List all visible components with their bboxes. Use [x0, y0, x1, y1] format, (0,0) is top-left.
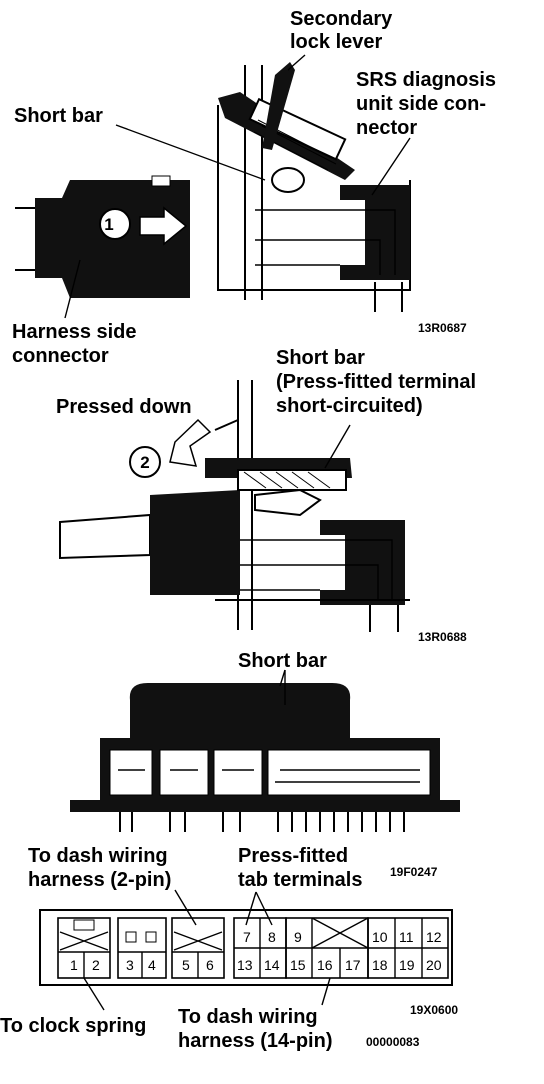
pin-20: 20	[426, 957, 442, 973]
pin-11: 11	[399, 929, 414, 945]
label-srs-3: nector	[356, 117, 417, 139]
pin-1: 1	[70, 957, 78, 973]
pin-14: 14	[264, 957, 280, 973]
press-down-arrow-icon	[169, 418, 212, 467]
pin-12: 12	[426, 929, 442, 945]
srs-connector-mated	[320, 520, 405, 605]
pin-16: 16	[317, 957, 333, 973]
hand-icon	[59, 513, 151, 560]
harness-connector-mated	[150, 490, 240, 595]
secondary-lock-lever	[262, 62, 295, 150]
pin-layout-frame	[39, 909, 453, 986]
pin-13: 13	[237, 957, 253, 973]
label-tab-2: tab terminals	[238, 869, 362, 891]
label-dash2-2: harness (2-pin)	[28, 869, 171, 891]
label-dash14-2: harness (14-pin)	[178, 1030, 332, 1052]
label-press-fitted-2: short-circuited)	[276, 395, 423, 417]
pin-6: 6	[206, 957, 214, 973]
code-13r0687: 13R0687	[418, 321, 467, 335]
label-clock-spring: To clock spring	[0, 1015, 146, 1037]
pin-8: 8	[268, 929, 276, 945]
label-secondary-lock-2: lock lever	[290, 31, 383, 53]
step-1-marker	[99, 208, 131, 240]
code-00000083: 00000083	[366, 1035, 420, 1049]
pin-2: 2	[92, 957, 100, 973]
label-step-2: 2	[140, 453, 149, 472]
pin-10: 10	[372, 929, 388, 945]
code-19f0247: 19F0247	[390, 865, 438, 879]
label-harness-1: Harness side	[12, 321, 137, 343]
label-harness-2: connector	[12, 345, 109, 367]
code-13r0688: 13R0688	[418, 630, 467, 644]
connector-pins-row	[119, 812, 405, 832]
panel-4-pin-layout: 1 2 3 4 5 6 7 8 9 10 11 12 13 14 15 16 1…	[0, 889, 458, 1052]
label-secondary-lock-1: Secondary	[290, 8, 393, 30]
label-short-bar-top: Short bar	[14, 105, 103, 127]
pin-5: 5	[182, 957, 190, 973]
label-step-1: 1	[104, 215, 113, 234]
label-srs-1: SRS diagnosis	[356, 69, 496, 91]
label-pressed-down: Pressed down	[56, 396, 192, 418]
label-dash2-1: To dash wiring	[28, 845, 168, 867]
label-short-bar-mid: Short bar	[276, 347, 365, 369]
pin-19: 19	[399, 957, 415, 973]
pin-17: 17	[345, 957, 361, 973]
panel-2-connector-engaged: Short bar (Press-fitted terminal short-c…	[56, 347, 476, 644]
label-short-bar-bottom: Short bar	[238, 650, 327, 672]
pin-9: 9	[294, 929, 302, 945]
pin-4: 4	[148, 957, 156, 973]
step-2-marker	[129, 446, 161, 478]
label-tab-1: Press-fitted	[238, 845, 348, 867]
pin-15: 15	[290, 957, 306, 973]
label-srs-2: unit side con-	[356, 93, 486, 115]
label-press-fitted-1: (Press-fitted terminal	[276, 371, 476, 393]
code-19x0600: 19X0600	[410, 1003, 458, 1017]
srs-connector-body	[340, 185, 410, 280]
short-bar-housing	[129, 682, 351, 745]
panel-3-connector-front: Short bar To dash wiring harness (2-pin)…	[28, 650, 460, 891]
insert-arrow-icon	[139, 206, 188, 246]
panel-1-connector-disengaged: Secondary lock lever SRS diagnosis unit …	[12, 8, 496, 367]
pin-18: 18	[372, 957, 388, 973]
pin-3: 3	[126, 957, 134, 973]
label-dash14-1: To dash wiring	[178, 1006, 318, 1028]
pin-7: 7	[243, 929, 251, 945]
